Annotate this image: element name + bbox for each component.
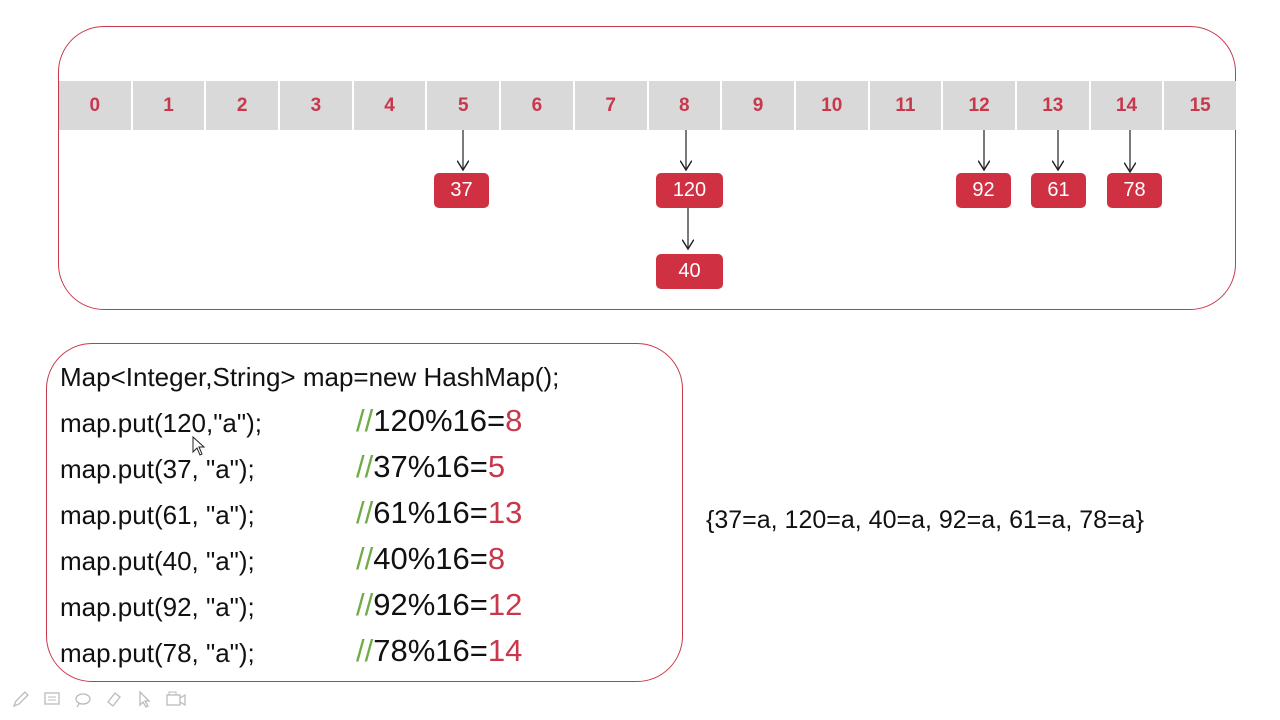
code-put-statement: map.put(120,"a"); — [60, 408, 263, 438]
bucket-cell: 6 — [501, 81, 573, 130]
comment-expression: 92%16= — [373, 587, 488, 622]
comment-slashes: // — [356, 587, 374, 622]
slide-icon[interactable] — [41, 688, 63, 710]
code-comment: //61%16=13 — [356, 496, 522, 530]
pen-icon[interactable] — [10, 688, 32, 710]
code-declaration: Map<Integer,String> map=new HashMap(); — [60, 362, 560, 392]
bucket-cell: 2 — [206, 81, 279, 130]
mouse-pointer-icon — [192, 435, 206, 461]
bucket-cell: 8 — [648, 81, 721, 130]
comment-slashes: // — [356, 403, 374, 438]
bucket-array: 0 1 2 3 4 5 6 7 8 9 10 11 12 13 14 15 — [59, 81, 1236, 130]
comment-slashes: // — [356, 633, 374, 668]
bucket-cell: 0 — [59, 81, 131, 130]
comment-result: 14 — [487, 633, 523, 668]
bucket-cell: 15 — [1164, 81, 1236, 130]
bucket-cell: 4 — [353, 81, 426, 130]
bucket-cell: 14 — [1090, 81, 1163, 130]
comment-result: 8 — [487, 541, 506, 576]
code-put-statement: map.put(40, "a"); — [60, 546, 255, 576]
bucket-cell: 3 — [280, 81, 352, 130]
comment-slashes: // — [356, 449, 374, 484]
code-comment: //37%16=5 — [356, 450, 505, 484]
map-output: {37=a, 120=a, 40=a, 92=a, 61=a, 78=a} — [706, 506, 1144, 534]
bucket-cell: 10 — [795, 81, 868, 130]
code-comment: //40%16=8 — [356, 542, 505, 576]
comment-slashes: // — [356, 495, 374, 530]
entry-node-61: 61 — [1031, 173, 1086, 208]
code-put-statement: map.put(37, "a"); — [60, 454, 255, 484]
annotation-toolbar — [10, 688, 187, 710]
camera-icon[interactable] — [165, 688, 187, 710]
pointer-icon[interactable] — [134, 688, 156, 710]
highlighter-icon[interactable] — [72, 688, 94, 710]
comment-expression: 120%16= — [373, 403, 506, 438]
bucket-cell: 7 — [574, 81, 647, 130]
eraser-icon[interactable] — [103, 688, 125, 710]
bucket-cell: 12 — [943, 81, 1015, 130]
entry-node-40: 40 — [656, 254, 723, 289]
comment-expression: 61%16= — [373, 495, 488, 530]
code-comment: //78%16=14 — [356, 634, 522, 668]
bucket-cell: 9 — [722, 81, 794, 130]
comment-result: 13 — [487, 495, 523, 530]
hash-table-frame — [58, 26, 1236, 310]
entry-node-37: 37 — [434, 173, 489, 208]
comment-expression: 40%16= — [373, 541, 488, 576]
entry-node-92: 92 — [956, 173, 1011, 208]
bucket-cell: 1 — [132, 81, 205, 130]
comment-result: 8 — [505, 403, 523, 438]
code-put-statement: map.put(78, "a"); — [60, 638, 255, 668]
bucket-cell: 5 — [427, 81, 500, 130]
comment-slashes: // — [356, 541, 374, 576]
comment-result: 5 — [487, 449, 506, 484]
code-put-statement: map.put(92, "a"); — [60, 592, 255, 622]
bucket-cell: 11 — [869, 81, 942, 130]
entry-node-78: 78 — [1107, 173, 1162, 208]
code-comment: //92%16=12 — [356, 588, 522, 622]
comment-expression: 37%16= — [373, 449, 488, 484]
code-frame — [46, 343, 683, 682]
bucket-cell: 13 — [1016, 81, 1089, 130]
comment-result: 12 — [487, 587, 523, 622]
code-put-statement: map.put(61, "a"); — [60, 500, 255, 530]
entry-node-120: 120 — [656, 173, 723, 208]
comment-expression: 78%16= — [373, 633, 488, 668]
code-comment: //120%16=8 — [356, 404, 522, 438]
